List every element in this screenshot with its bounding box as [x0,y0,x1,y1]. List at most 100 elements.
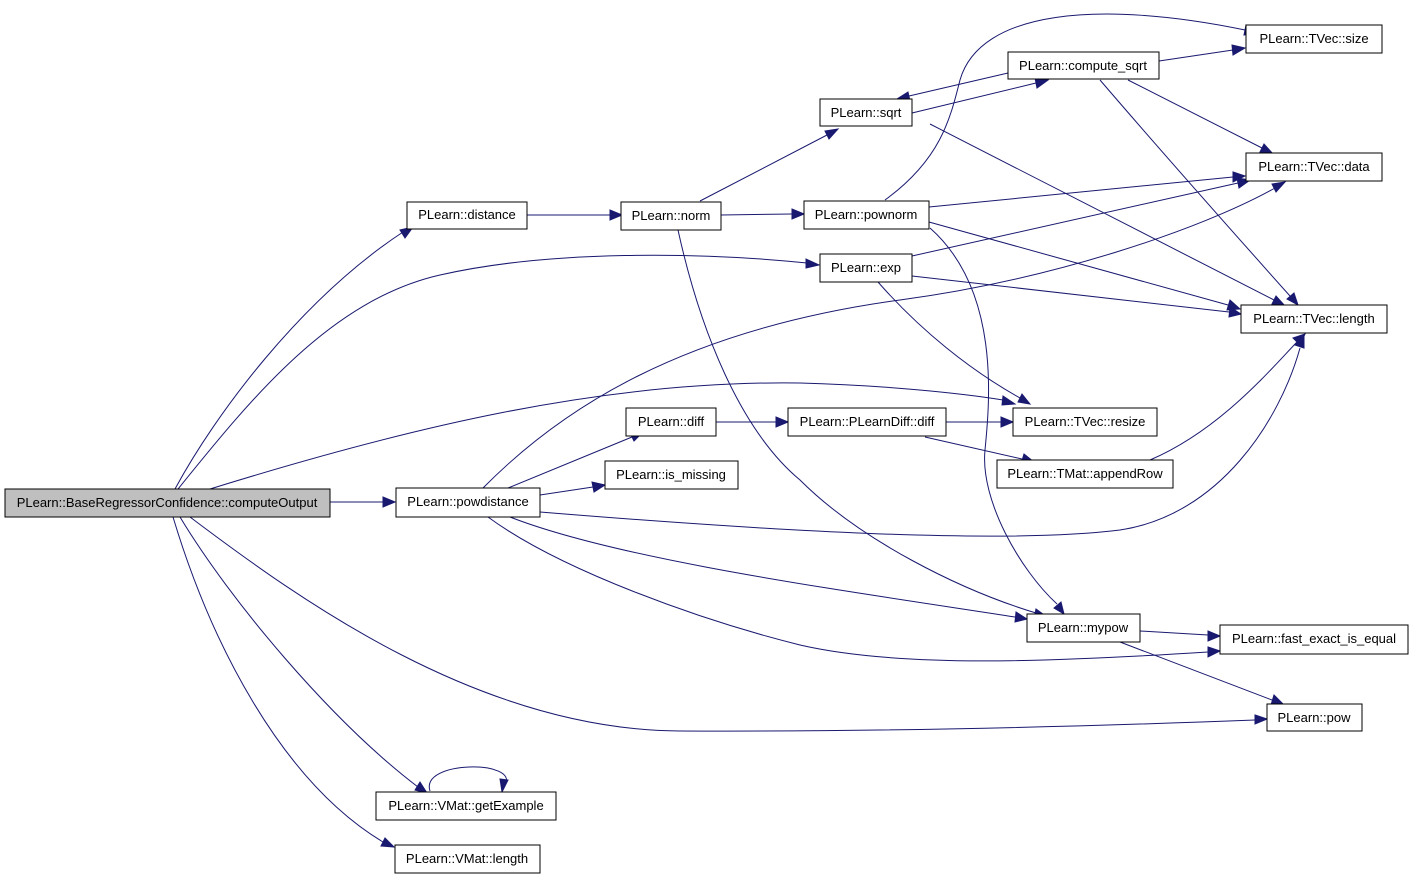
arrow-root-resize [1001,395,1017,406]
node-vmat-getexample[interactable]: PLearn::VMat::getExample [375,791,557,821]
edge-exp-tveclength [911,275,1230,313]
arrow-distance-norm [609,209,624,221]
edge-powdistance-ismissing [539,486,594,496]
edge-mypow-fastequal [1139,630,1209,636]
node-pownorm-label: PLearn::pownorm [815,207,918,222]
edge-computesqrt-size [1158,49,1234,62]
arrow-norm-sqrt [824,128,840,140]
arrow-exp-tveclength [1228,306,1243,318]
node-fast-exact-is-equal[interactable]: PLearn::fast_exact_is_equal [1219,624,1409,655]
node-tvec-resize[interactable]: PLearn::TVec::resize [1012,407,1158,437]
node-plearndiff-diff[interactable]: PLearn::PLearnDiff::diff [787,407,947,437]
node-tvec-size[interactable]: PLearn::TVec::size [1245,24,1383,54]
edge-pownorm-size [884,13,1246,201]
node-sqrt-label: PLearn::sqrt [831,105,902,120]
node-distance[interactable]: PLearn::distance [406,201,528,230]
edge-root-vmatlength [172,516,384,843]
node-vmat-length-label: PLearn::VMat::length [406,851,528,866]
node-tvec-data[interactable]: PLearn::TVec::data [1245,152,1383,182]
node-tmat-appendrow[interactable]: PLearn::TMat::appendRow [996,459,1174,489]
node-tvec-length[interactable]: PLearn::TVec::length [1240,304,1388,334]
edge-norm-sqrt [699,134,828,202]
edge-powdistance-diff [507,436,633,489]
arrow-exp-resize [1017,393,1032,405]
edge-norm-mypow [677,229,1037,614]
arrow-plearndiff-resize [1000,416,1015,428]
edge-root-getexample [179,516,419,788]
node-tmat-appendrow-label: PLearn::TMat::appendRow [1007,466,1163,481]
edge-powdistance-data [482,187,1276,489]
node-exp-label: PLearn::exp [831,260,901,275]
node-plearndiff-diff-label: PLearn::PLearnDiff::diff [800,414,935,429]
edge-root-resize [209,382,1004,490]
arrow-root-pow [1254,714,1269,725]
node-tvec-size-label: PLearn::TVec::size [1259,31,1368,46]
node-pow-label: PLearn::pow [1278,710,1352,725]
node-tvec-data-label: PLearn::TVec::data [1258,159,1370,174]
edge-pownorm-mypow [929,227,1058,605]
node-fast-exact-is-equal-label: PLearn::fast_exact_is_equal [1232,631,1396,646]
call-edges [172,13,1306,848]
arrow-root-powdistance [382,496,397,508]
node-diff-label: PLearn::diff [638,414,705,429]
edge-root-distance [174,231,404,490]
node-distance-label: PLearn::distance [418,207,516,222]
node-is-missing-label: PLearn::is_missing [616,467,726,482]
node-is-missing[interactable]: PLearn::is_missing [604,460,739,490]
node-compute-sqrt[interactable]: PLearn::compute_sqrt [1007,51,1160,80]
node-mypow-label: PLearn::mypow [1038,620,1129,635]
node-pownorm[interactable]: PLearn::pownorm [803,200,930,230]
node-sqrt[interactable]: PLearn::sqrt [819,98,913,127]
node-tvec-length-label: PLearn::TVec::length [1253,311,1374,326]
edge-getexample-self [429,766,508,792]
node-norm-label: PLearn::norm [632,208,711,223]
edge-appendrow-tveclength [1149,341,1298,461]
arrow-computesqrt-size [1231,44,1247,56]
node-norm[interactable]: PLearn::norm [620,201,722,231]
arrow-diff-plearndiff [775,416,790,428]
edge-powdistance-tveclength [539,347,1301,537]
edge-plearndiff-appendrow [924,436,1023,460]
arrow-computesqrt-tveclength [1286,292,1299,307]
node-vmat-length[interactable]: PLearn::VMat::length [394,844,541,874]
edge-sqrt-tveclength [929,123,1275,301]
edge-powdistance-fastequal [487,516,1209,662]
node-tvec-resize-label: PLearn::TVec::resize [1025,414,1146,429]
edge-mypow-pow [1119,641,1273,701]
edge-computesqrt-tveclength [1099,79,1291,297]
arrow-root-vmatlength [380,837,396,848]
arrow-pownorm-mypow [1053,601,1065,616]
arrow-appendrow-tveclength [1292,333,1306,346]
arrow-norm-pownorm [791,208,806,220]
node-compute-sqrt-label: PLearn::compute_sqrt [1019,58,1147,73]
node-mypow[interactable]: PLearn::mypow [1026,613,1141,643]
arrow-mypow-fastequal [1207,630,1222,642]
node-root-label: PLearn::BaseRegressorConfidence::compute… [17,495,318,510]
edge-exp-data [911,182,1239,257]
node-vmat-getexample-label: PLearn::VMat::getExample [388,798,543,813]
arrow-getexample-self [499,778,509,794]
node-root[interactable]: PLearn::BaseRegressorConfidence::compute… [4,488,331,518]
edge-root-pow [189,516,1256,732]
arrow-powdistance-mypow [1014,611,1029,623]
edge-norm-pownorm [720,213,793,216]
arrow-powdistance-ismissing [591,481,607,493]
arrow-powdistance-data [1271,181,1287,193]
edge-pownorm-data [928,176,1234,208]
node-powdistance-label: PLearn::powdistance [407,494,528,509]
arrow-powdistance-fastequal [1207,646,1222,658]
edge-computesqrt-data [1127,79,1263,149]
edge-root-exp [177,254,808,490]
edge-powdistance-mypow [509,516,1016,618]
edge-sqrt-computesqrt [911,82,1037,114]
node-pow[interactable]: PLearn::pow [1266,703,1363,732]
arrow-root-getexample [414,781,429,794]
node-diff[interactable]: PLearn::diff [625,407,717,437]
arrow-pownorm-tveclength [1226,299,1242,311]
node-exp[interactable]: PLearn::exp [819,253,913,283]
arrow-root-exp [805,258,821,269]
edge-exp-resize [877,281,1021,399]
call-nodes: PLearn::BaseRegressorConfidence::compute… [4,24,1409,874]
node-powdistance[interactable]: PLearn::powdistance [395,487,541,518]
